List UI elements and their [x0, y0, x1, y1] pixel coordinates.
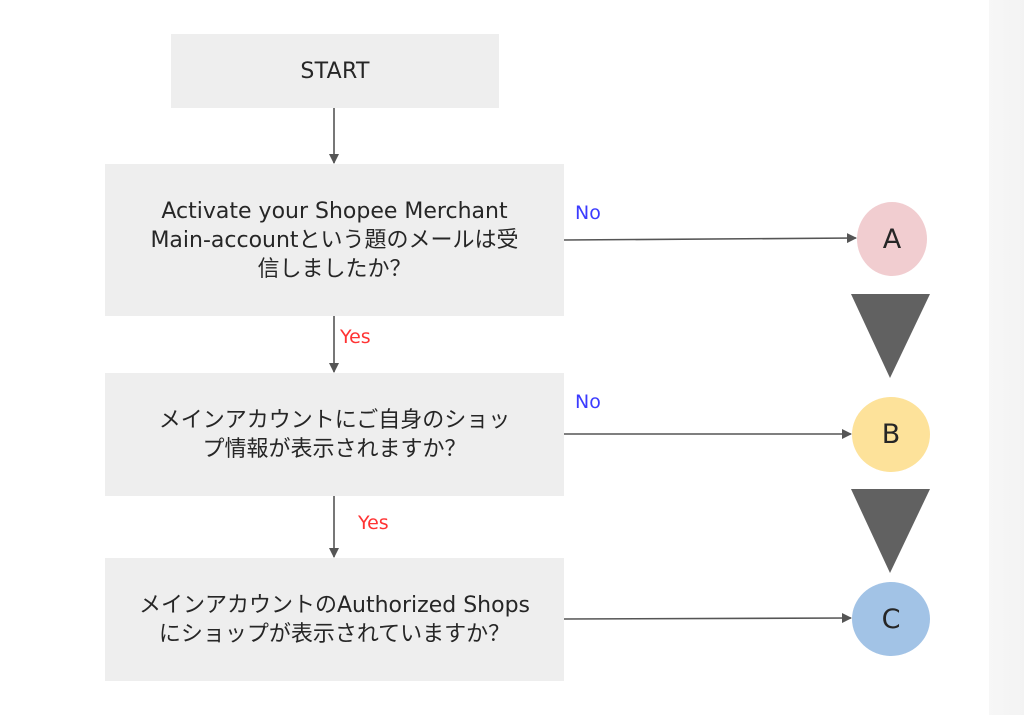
- question-label-2: メインアカウントにご自身のショッ プ情報が表示されますか？: [158, 407, 511, 462]
- question-box-1: Activate your Shopee Merchant Main-accou…: [105, 164, 564, 316]
- arrow-q1-to-a-no: [563, 233, 857, 244]
- outcome-a-circle: A: [857, 202, 927, 276]
- yes-label-q1: Yes: [340, 326, 371, 348]
- arrow-q3-to-c: [563, 613, 852, 624]
- down-triangle-a-to-b: [851, 294, 930, 378]
- question-label-3: メインアカウントのAuthorized Shops にショップが表示されています…: [138, 592, 531, 647]
- start-box: START: [171, 34, 499, 108]
- question-box-2: メインアカウントにご自身のショッ プ情報が表示されますか？: [105, 373, 564, 496]
- question-label-1: Activate your Shopee Merchant Main-accou…: [150, 198, 519, 282]
- outcome-a-label: A: [882, 223, 902, 255]
- question-box-3: メインアカウントのAuthorized Shops にショップが表示されています…: [105, 558, 564, 681]
- no-label-q1: No: [575, 202, 601, 224]
- outcome-c-circle: C: [852, 582, 930, 656]
- outcome-c-label: C: [881, 603, 901, 635]
- outcome-b-circle: B: [852, 397, 930, 472]
- no-label-q2: No: [575, 391, 601, 413]
- right-edge-strip: [989, 0, 1024, 715]
- outcome-b-label: B: [881, 419, 901, 450]
- yes-label-q2: Yes: [358, 512, 389, 534]
- start-label: START: [300, 58, 370, 84]
- down-triangle-b-to-c: [851, 489, 930, 573]
